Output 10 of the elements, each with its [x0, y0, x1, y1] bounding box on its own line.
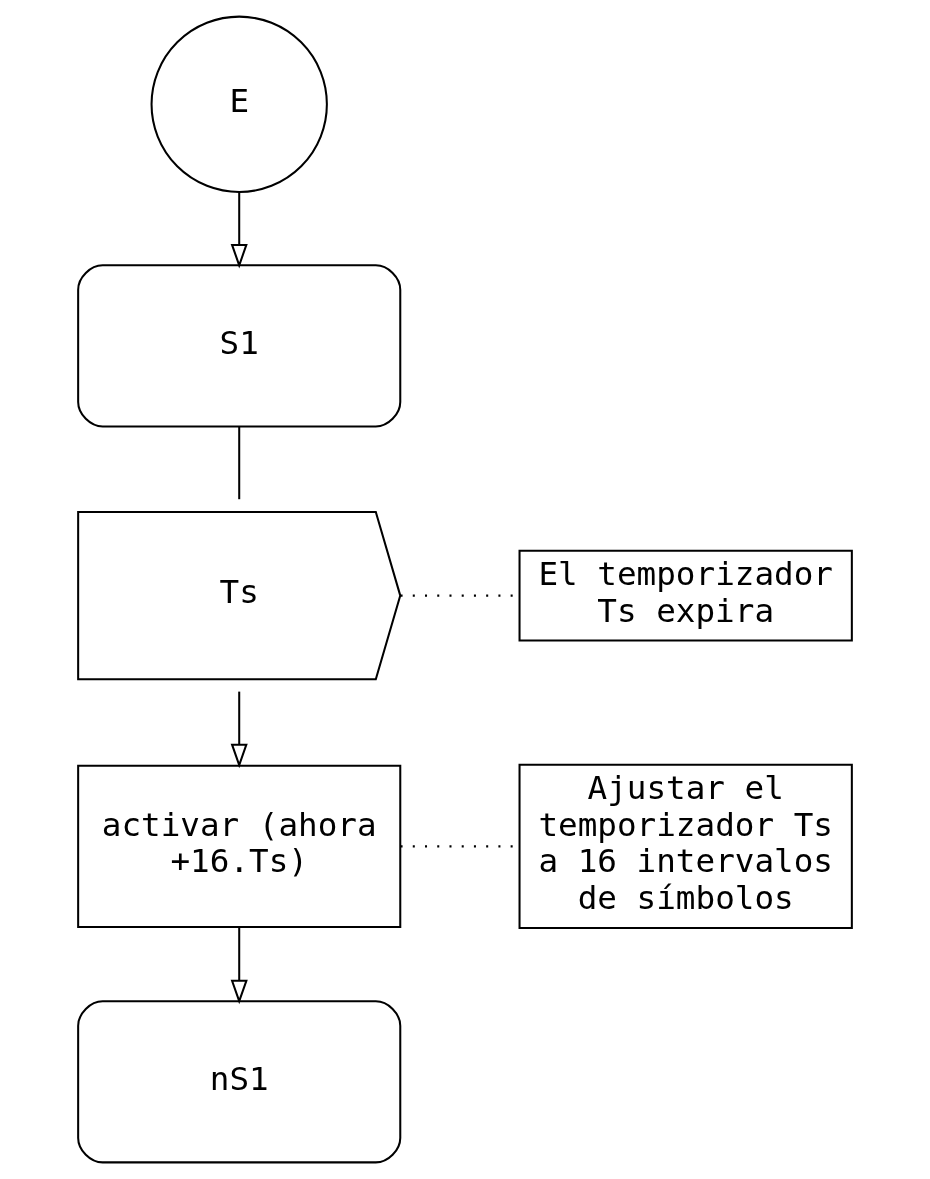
node-box: Ajustar el temporizador Ts a 16 intervalos de símbolos [518, 763, 853, 929]
connector [238, 427, 241, 500]
node-circle: E [150, 15, 328, 193]
node-box: activar (ahora +16.Ts) [77, 764, 402, 928]
arrow [230, 192, 248, 269]
arrow [230, 691, 248, 769]
node-box: nS1 [77, 1000, 402, 1164]
node-box: El temporizador Ts expira [518, 549, 853, 642]
arrow [230, 927, 248, 1005]
node-box: S1 [77, 264, 402, 428]
